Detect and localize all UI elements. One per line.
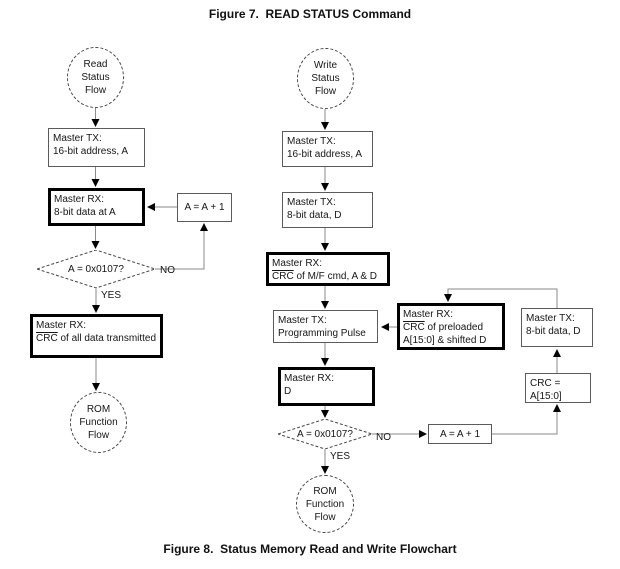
label-line: A[15:0] & shifted D	[403, 335, 487, 346]
label-line: CRC of preloaded	[403, 321, 501, 334]
read-tx-address-box: Master TX: 16-bit address, A	[48, 128, 145, 167]
label-line: A[15:0]	[530, 391, 562, 402]
figure8-caption: Figure 8. Status Memory Read and Write F…	[163, 542, 457, 556]
label-line: Master RX:	[54, 194, 105, 205]
label-line: 16-bit address, A	[53, 146, 129, 157]
label-line: A = A + 1	[184, 202, 225, 213]
diamond-outline	[37, 250, 155, 288]
crc-overline-text: CRC	[272, 271, 294, 282]
figure7-title: Figure 7. READ STATUS Command	[208, 7, 412, 21]
label-line: Flow	[84, 85, 107, 96]
decision-label: A = 0x0107?	[68, 263, 124, 275]
label-line: of M/F cmd, A & D	[293, 271, 378, 282]
label-line: 8-bit data, D	[287, 210, 342, 221]
write-rx-crc-preload-box: Master RX: CRC of preloaded A[15:0] & sh…	[397, 303, 505, 350]
read-no-label: NO	[160, 265, 175, 276]
label-line: Flow	[314, 86, 337, 97]
label-line: Master RX:	[272, 258, 323, 269]
read-decision-diamond: A = 0x0107?	[37, 250, 155, 288]
label-line: Master RX:	[284, 373, 335, 384]
label-line: Write	[313, 60, 338, 71]
write-tx-pulse-box: Master TX: Programming Pulse	[273, 310, 378, 343]
label-line: Flow	[314, 511, 336, 523]
label-line: CRC =	[530, 378, 561, 389]
label-line: 16-bit address, A	[287, 149, 363, 160]
write-yes-label: YES	[330, 451, 351, 462]
read-start-terminal: Read Status Flow	[67, 47, 124, 108]
label-line: D	[284, 386, 292, 397]
label-line: Master RX:	[36, 320, 87, 331]
read-rx-crc-box: Master RX: CRC of all data transmitted	[30, 314, 163, 358]
label-line: Flow	[87, 430, 110, 441]
write-end-terminal: ROM Function Flow	[296, 475, 354, 533]
label-line: Read	[83, 59, 108, 70]
read-end-terminal: ROM Function Flow	[70, 392, 127, 453]
label-line: Master TX:	[526, 313, 575, 324]
read-rx-data-box: Master RX: 8-bit data at A	[48, 188, 145, 226]
label-line: Status	[311, 73, 340, 84]
label-line: 8-bit data, D	[526, 326, 581, 337]
read-increment-box: A = A + 1	[177, 193, 232, 222]
read-yes-label: YES	[101, 290, 122, 301]
label-line: 8-bit data at A	[54, 207, 116, 218]
crc-overline-text: CRC	[403, 322, 425, 333]
write-increment-box: A = A + 1	[428, 424, 492, 444]
write-start-terminal: Write Status Flow	[297, 48, 354, 109]
label-line: Master TX:	[53, 133, 102, 144]
label-line: Status	[81, 72, 110, 83]
crc-overline-text: CRC	[36, 333, 58, 344]
label-line: CRC of all data transmitted	[36, 332, 159, 345]
write-tx-data-box: Master TX: 8-bit data, D	[282, 192, 373, 228]
label-line: A = A + 1	[439, 428, 481, 440]
label-line: of preloaded	[424, 322, 484, 333]
label-line: Master TX:	[287, 197, 336, 208]
write-crc-reg-box: CRC = A[15:0]	[525, 373, 591, 403]
label-line: Programming Pulse	[278, 328, 366, 339]
write-no-label: NO	[376, 432, 391, 443]
diamond-outline	[278, 419, 372, 449]
write-tx-data-loop-box: Master TX: 8-bit data, D	[521, 308, 593, 347]
label-line: Master TX:	[287, 136, 336, 147]
write-rx-crc-cmd-box: Master RX: CRC of M/F cmd, A & D	[266, 252, 390, 286]
label-line: ROM	[86, 404, 111, 415]
decision-label: A = 0x0107?	[297, 428, 353, 440]
label-line: Function	[305, 498, 345, 510]
label-line: Master RX:	[403, 309, 454, 320]
label-line: ROM	[313, 485, 337, 497]
write-rx-d-box: Master RX: D	[278, 367, 375, 406]
write-tx-address-box: Master TX: 16-bit address, A	[282, 131, 373, 167]
label-line: Master TX:	[278, 315, 327, 326]
label-line: CRC of M/F cmd, A & D	[272, 270, 386, 283]
label-line: of all data transmitted	[57, 333, 157, 344]
write-decision-diamond: A = 0x0107?	[278, 419, 372, 449]
label-line: Function	[79, 417, 118, 428]
